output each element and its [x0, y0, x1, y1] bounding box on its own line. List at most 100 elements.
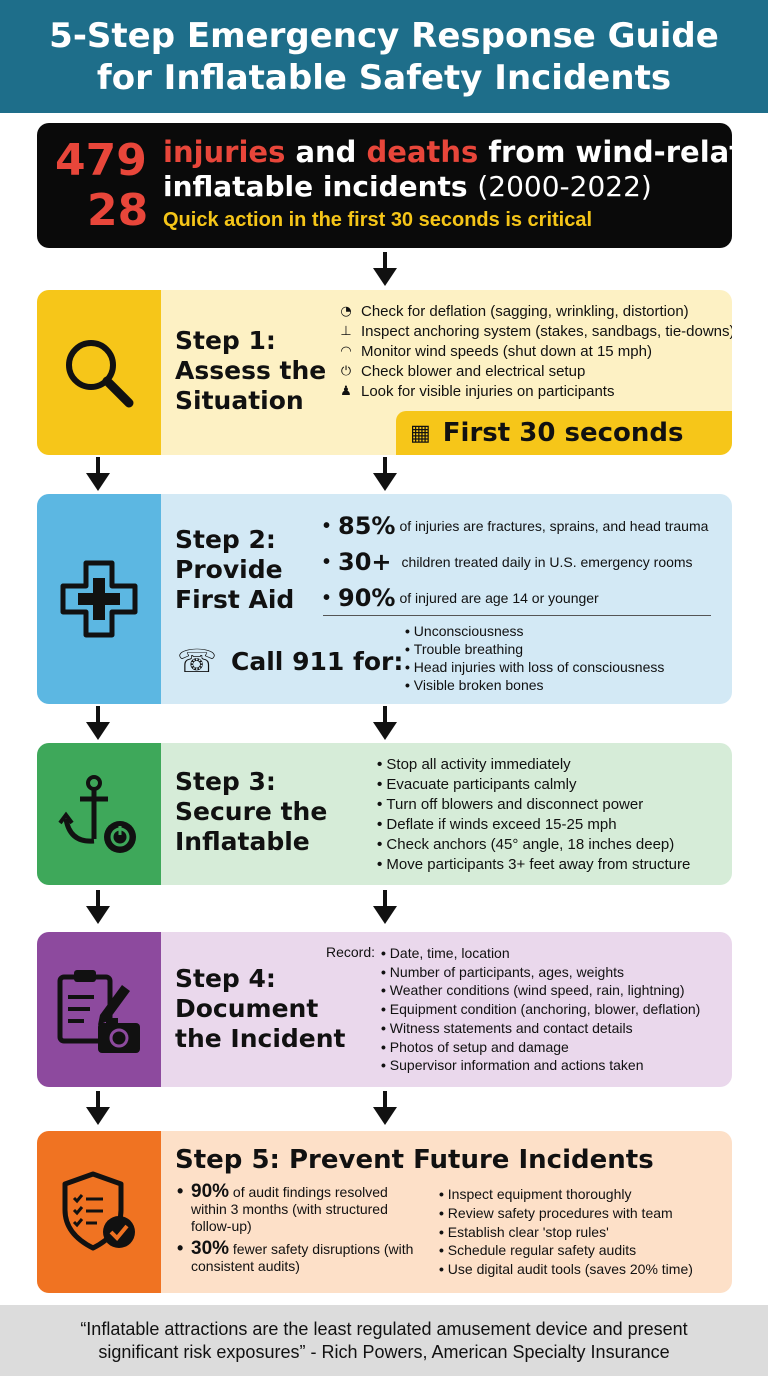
step4-card: Step 4: Document the Incident Record: Da… — [37, 932, 732, 1087]
list-item-text: Look for visible injuries on participant… — [361, 383, 615, 400]
step5-body: Step 5: Prevent Future Incidents 90% of … — [161, 1131, 732, 1293]
list-item: Move participants 3+ feet away from stru… — [377, 855, 690, 875]
wind-gauge-icon: ◠ — [340, 344, 352, 359]
quote-line1: “Inflatable attractions are the least re… — [80, 1318, 688, 1339]
statistic-value: 30+ — [338, 548, 392, 576]
list-item: ⏻Check blower and electrical setup — [337, 362, 732, 382]
step1-card: Step 1: Assess the Situation ◔Check for … — [37, 290, 732, 455]
list-item: Trouble breathing — [405, 640, 664, 658]
step1-title-line: Step 1: — [175, 326, 276, 355]
injuries-word: injuries — [163, 135, 286, 169]
down-arrow-icon — [373, 457, 397, 491]
step1-checklist: ◔Check for deflation (sagging, wrinkling… — [337, 302, 732, 402]
statistic-text: of injured are age 14 or younger — [399, 590, 599, 606]
list-item: ◔Check for deflation (sagging, wrinkling… — [337, 302, 732, 322]
list-item: Review safety procedures with team — [439, 1204, 693, 1223]
step3-actions-list: Stop all activity immediately Evacuate p… — [377, 755, 690, 875]
down-arrow-icon — [373, 252, 397, 286]
call-label-text: Call 911 for: — [231, 646, 404, 676]
list-item: Number of participants, ages, weights — [381, 963, 700, 982]
quick-action-note: Quick action in the first 30 seconds is … — [163, 209, 593, 231]
step2-title-line: Provide — [175, 555, 283, 584]
list-item: ♟Look for visible injuries on participan… — [337, 382, 732, 402]
step4-record-list: Date, time, location Number of participa… — [381, 944, 701, 1075]
plug-icon: ⏻ — [340, 364, 352, 379]
statistic-item: •85%of injuries are fractures, sprains, … — [323, 512, 709, 540]
step2-statistics: •85%of injuries are fractures, sprains, … — [323, 508, 708, 616]
calendar-icon: ▦ — [410, 420, 431, 446]
call-911-label: ☏ Call 911 for: — [177, 642, 403, 680]
step4-title: Step 4: Document the Incident — [175, 964, 346, 1054]
statistic-item: •90%of injured are age 14 or younger — [323, 584, 599, 612]
list-item: Visible broken bones — [405, 676, 664, 694]
down-arrow-icon — [86, 706, 110, 740]
list-item: Head injuries with loss of consciousness — [405, 658, 665, 676]
statistic-value: 90% — [191, 1181, 230, 1202]
step1-title-line: Situation — [175, 386, 304, 415]
step4-title-line: Step 4: — [175, 964, 276, 993]
list-item: Check anchors (45° angle, 18 inches deep… — [377, 835, 690, 855]
page-title-line1: 5-Step Emergency Response Guide — [49, 15, 719, 56]
step4-title-line: the Incident — [175, 1024, 346, 1053]
stat-headline: injuries and deaths from wind-related — [163, 135, 768, 169]
step1-title-line: Assess the — [175, 356, 327, 385]
statistic-value: 90% — [338, 584, 396, 612]
statistic-item: 90% of audit findings resolved within 3 … — [177, 1181, 427, 1235]
step3-title-line: Step 3: — [175, 767, 276, 796]
step5-statistics: 90% of audit findings resolved within 3 … — [177, 1181, 427, 1280]
statistic-text: of audit findings resolved within 3 mont… — [191, 1184, 388, 1234]
record-label: Record: — [326, 944, 376, 960]
list-item: Turn off blowers and disconnect power — [377, 795, 690, 815]
headline-rest: from wind-related — [478, 135, 768, 169]
deaths-count: 28 — [87, 185, 149, 236]
statistic-value: 85% — [338, 512, 396, 540]
list-item: Unconsciousness — [405, 622, 664, 640]
subline-years: (2000-2022) — [477, 170, 652, 203]
list-item: Stop all activity immediately — [377, 755, 690, 775]
divider — [323, 615, 711, 616]
down-arrow-icon — [86, 1091, 110, 1125]
page-title-line2: for Inflatable Safety Incidents — [96, 57, 672, 98]
medical-cross-icon — [60, 560, 138, 638]
first-30-seconds-badge: ▦ First 30 seconds — [396, 411, 732, 455]
step3-title: Step 3: Secure the Inflatable — [175, 767, 327, 857]
step4-body: Step 4: Document the Incident Record: Da… — [161, 932, 732, 1087]
list-item: Photos of setup and damage — [381, 1038, 700, 1057]
statistic-value: 30% — [191, 1238, 230, 1259]
step4-title-line: Document — [175, 994, 319, 1023]
step5-actions-list: Inspect equipment thoroughly Review safe… — [439, 1185, 693, 1279]
gauge-icon: ◔ — [340, 304, 352, 319]
step1-title: Step 1: Assess the Situation — [175, 326, 326, 416]
down-arrow-icon — [86, 457, 110, 491]
statistic-text: fewer safety disruptions (with consisten… — [191, 1241, 414, 1274]
phone-icon: ☏ — [177, 642, 218, 680]
shield-checklist-icon — [62, 1171, 135, 1251]
down-arrow-icon — [373, 1091, 397, 1125]
step3-title-line: Inflatable — [175, 827, 310, 856]
step2-icon-panel — [37, 494, 161, 704]
anchor-power-icon — [58, 775, 136, 853]
page-header: 5-Step Emergency Response Guide for Infl… — [0, 0, 768, 113]
list-item: Use digital audit tools (saves 20% time) — [439, 1260, 693, 1279]
statistic-item: •30+children treated daily in U.S. emerg… — [323, 548, 693, 576]
injuries-count: 479 — [55, 135, 147, 186]
list-item: Supervisor information and actions taken — [381, 1056, 700, 1075]
subline-bold: inflatable incidents — [163, 170, 478, 203]
list-item: ⊥Inspect anchoring system (stakes, sandb… — [337, 322, 732, 342]
step5-icon-panel — [37, 1131, 161, 1293]
step1-body: Step 1: Assess the Situation ◔Check for … — [161, 290, 732, 455]
quote-footer: “Inflatable attractions are the least re… — [0, 1305, 768, 1376]
step3-card: Step 3: Secure the Inflatable Stop all a… — [37, 743, 732, 885]
step5-card: Step 5: Prevent Future Incidents 90% of … — [37, 1131, 732, 1293]
step2-title-line: First Aid — [175, 585, 295, 614]
list-item: Inspect equipment thoroughly — [439, 1185, 693, 1204]
list-item: Date, time, location — [381, 944, 700, 963]
step2-body: Step 2: Provide First Aid •85%of injurie… — [161, 494, 732, 704]
list-item-text: Monitor wind speeds (shut down at 15 mph… — [361, 343, 652, 360]
list-item: ◠ Monitor wind speeds (shut down at 15 mp… — [337, 342, 732, 362]
statistic-text: children treated daily in U.S. emergency… — [401, 554, 693, 570]
step5-title: Step 5: Prevent Future Incidents — [175, 1145, 654, 1175]
list-item: Schedule regular safety audits — [439, 1241, 693, 1260]
anchor-stake-icon: ⊥ — [340, 324, 352, 339]
step1-icon-panel — [37, 290, 161, 455]
